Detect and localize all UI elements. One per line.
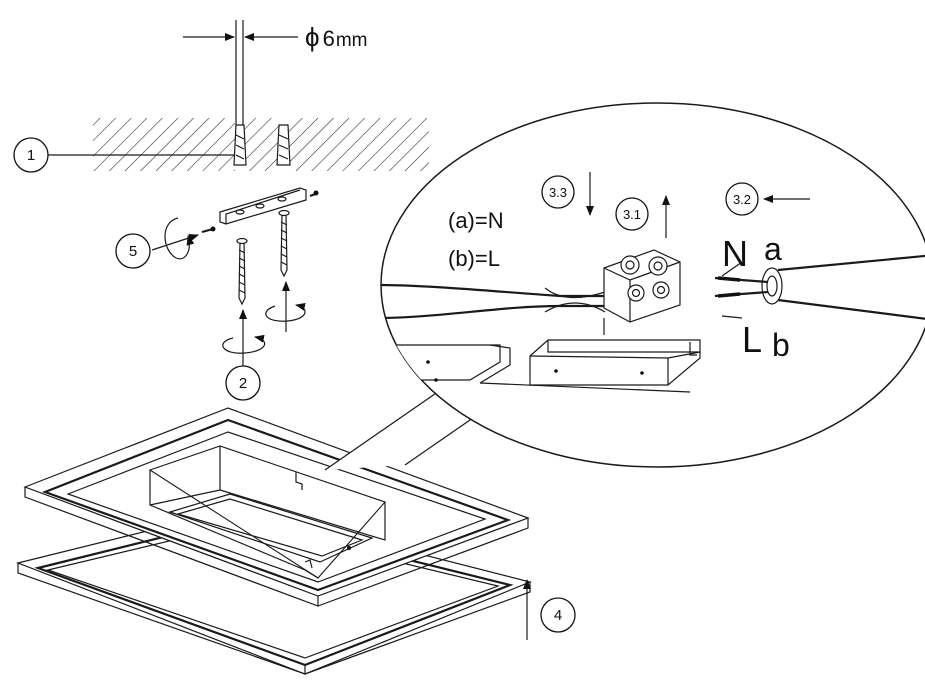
- wiring-legend-a: (a)=N: [448, 208, 504, 233]
- wiring-legend-b: (b)=L: [448, 246, 500, 271]
- fixture-bracket-detail: [390, 339, 701, 393]
- rotation-arrow: [151, 217, 199, 260]
- step-1-label: 1: [27, 147, 35, 164]
- step-1-marker: [13, 137, 49, 173]
- step-3-1-marker: [615, 197, 649, 231]
- step-4-label: 4: [554, 607, 562, 624]
- step-3-1-label: 3.1: [623, 207, 641, 222]
- wall-plug: [276, 124, 291, 166]
- step-5-marker: [115, 233, 151, 269]
- step-4-marker: [540, 597, 576, 633]
- terminal-block: [603, 249, 681, 335]
- rotation-arrow: [265, 281, 306, 332]
- screw: [278, 209, 290, 278]
- wire-label-n: N: [722, 233, 748, 274]
- screw: [236, 237, 248, 306]
- wire-label-a: a: [764, 231, 782, 267]
- light-frame-upper: [23, 407, 530, 607]
- step-5-label: 5: [129, 243, 137, 260]
- wire-label-l: L: [742, 319, 762, 360]
- step-3-3-label: 3.3: [549, 185, 567, 200]
- step-3-2-marker: [725, 182, 759, 216]
- supply-cable-right: [714, 253, 925, 322]
- step-3-3-marker: [541, 175, 575, 209]
- small-screw: [201, 226, 216, 234]
- ceiling-section: [93, 118, 429, 171]
- step-2-marker: [225, 365, 261, 401]
- mounting-bracket: [219, 187, 319, 225]
- step-2-label: 2: [239, 375, 247, 392]
- wall-plug: [233, 124, 247, 166]
- step-3-2-label: 3.2: [733, 192, 751, 207]
- supply-cable-left: [381, 283, 610, 320]
- wire-label-b: b: [772, 327, 790, 363]
